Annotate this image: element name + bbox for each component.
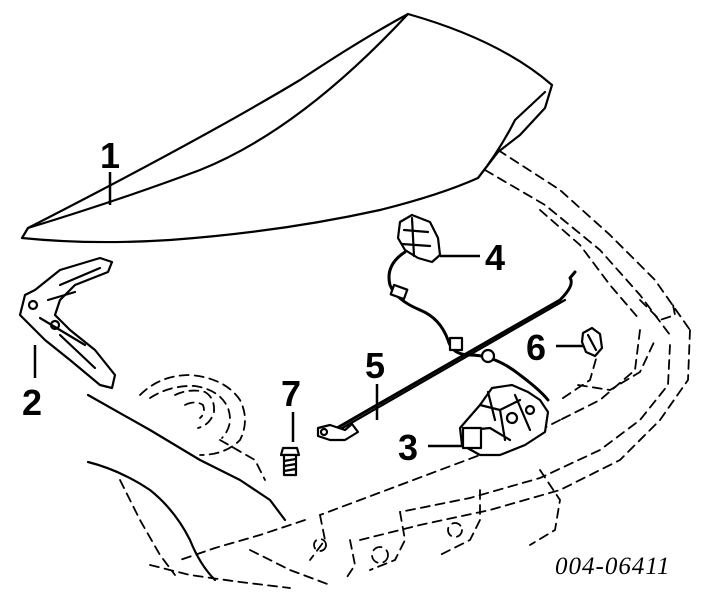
callout-1: 1 bbox=[100, 135, 120, 176]
reference-code: 004-06411 bbox=[555, 553, 670, 580]
hood-panel bbox=[20, 12, 554, 244]
callout-6: 6 bbox=[526, 327, 546, 368]
callout-4: 4 bbox=[485, 237, 505, 278]
release-cable bbox=[387, 250, 550, 402]
release-handle bbox=[396, 213, 442, 264]
hood-hinge bbox=[18, 256, 117, 390]
callout-3: 3 bbox=[398, 427, 418, 468]
callout-7: 7 bbox=[281, 373, 301, 414]
retainer-clip bbox=[580, 326, 604, 358]
fender-outline bbox=[86, 374, 287, 582]
bolt bbox=[279, 446, 301, 477]
prop-rod bbox=[316, 270, 577, 442]
callout-5: 5 bbox=[365, 345, 385, 386]
leader-lines bbox=[33, 172, 584, 448]
hood-latch bbox=[458, 383, 550, 457]
callout-2: 2 bbox=[22, 382, 42, 423]
